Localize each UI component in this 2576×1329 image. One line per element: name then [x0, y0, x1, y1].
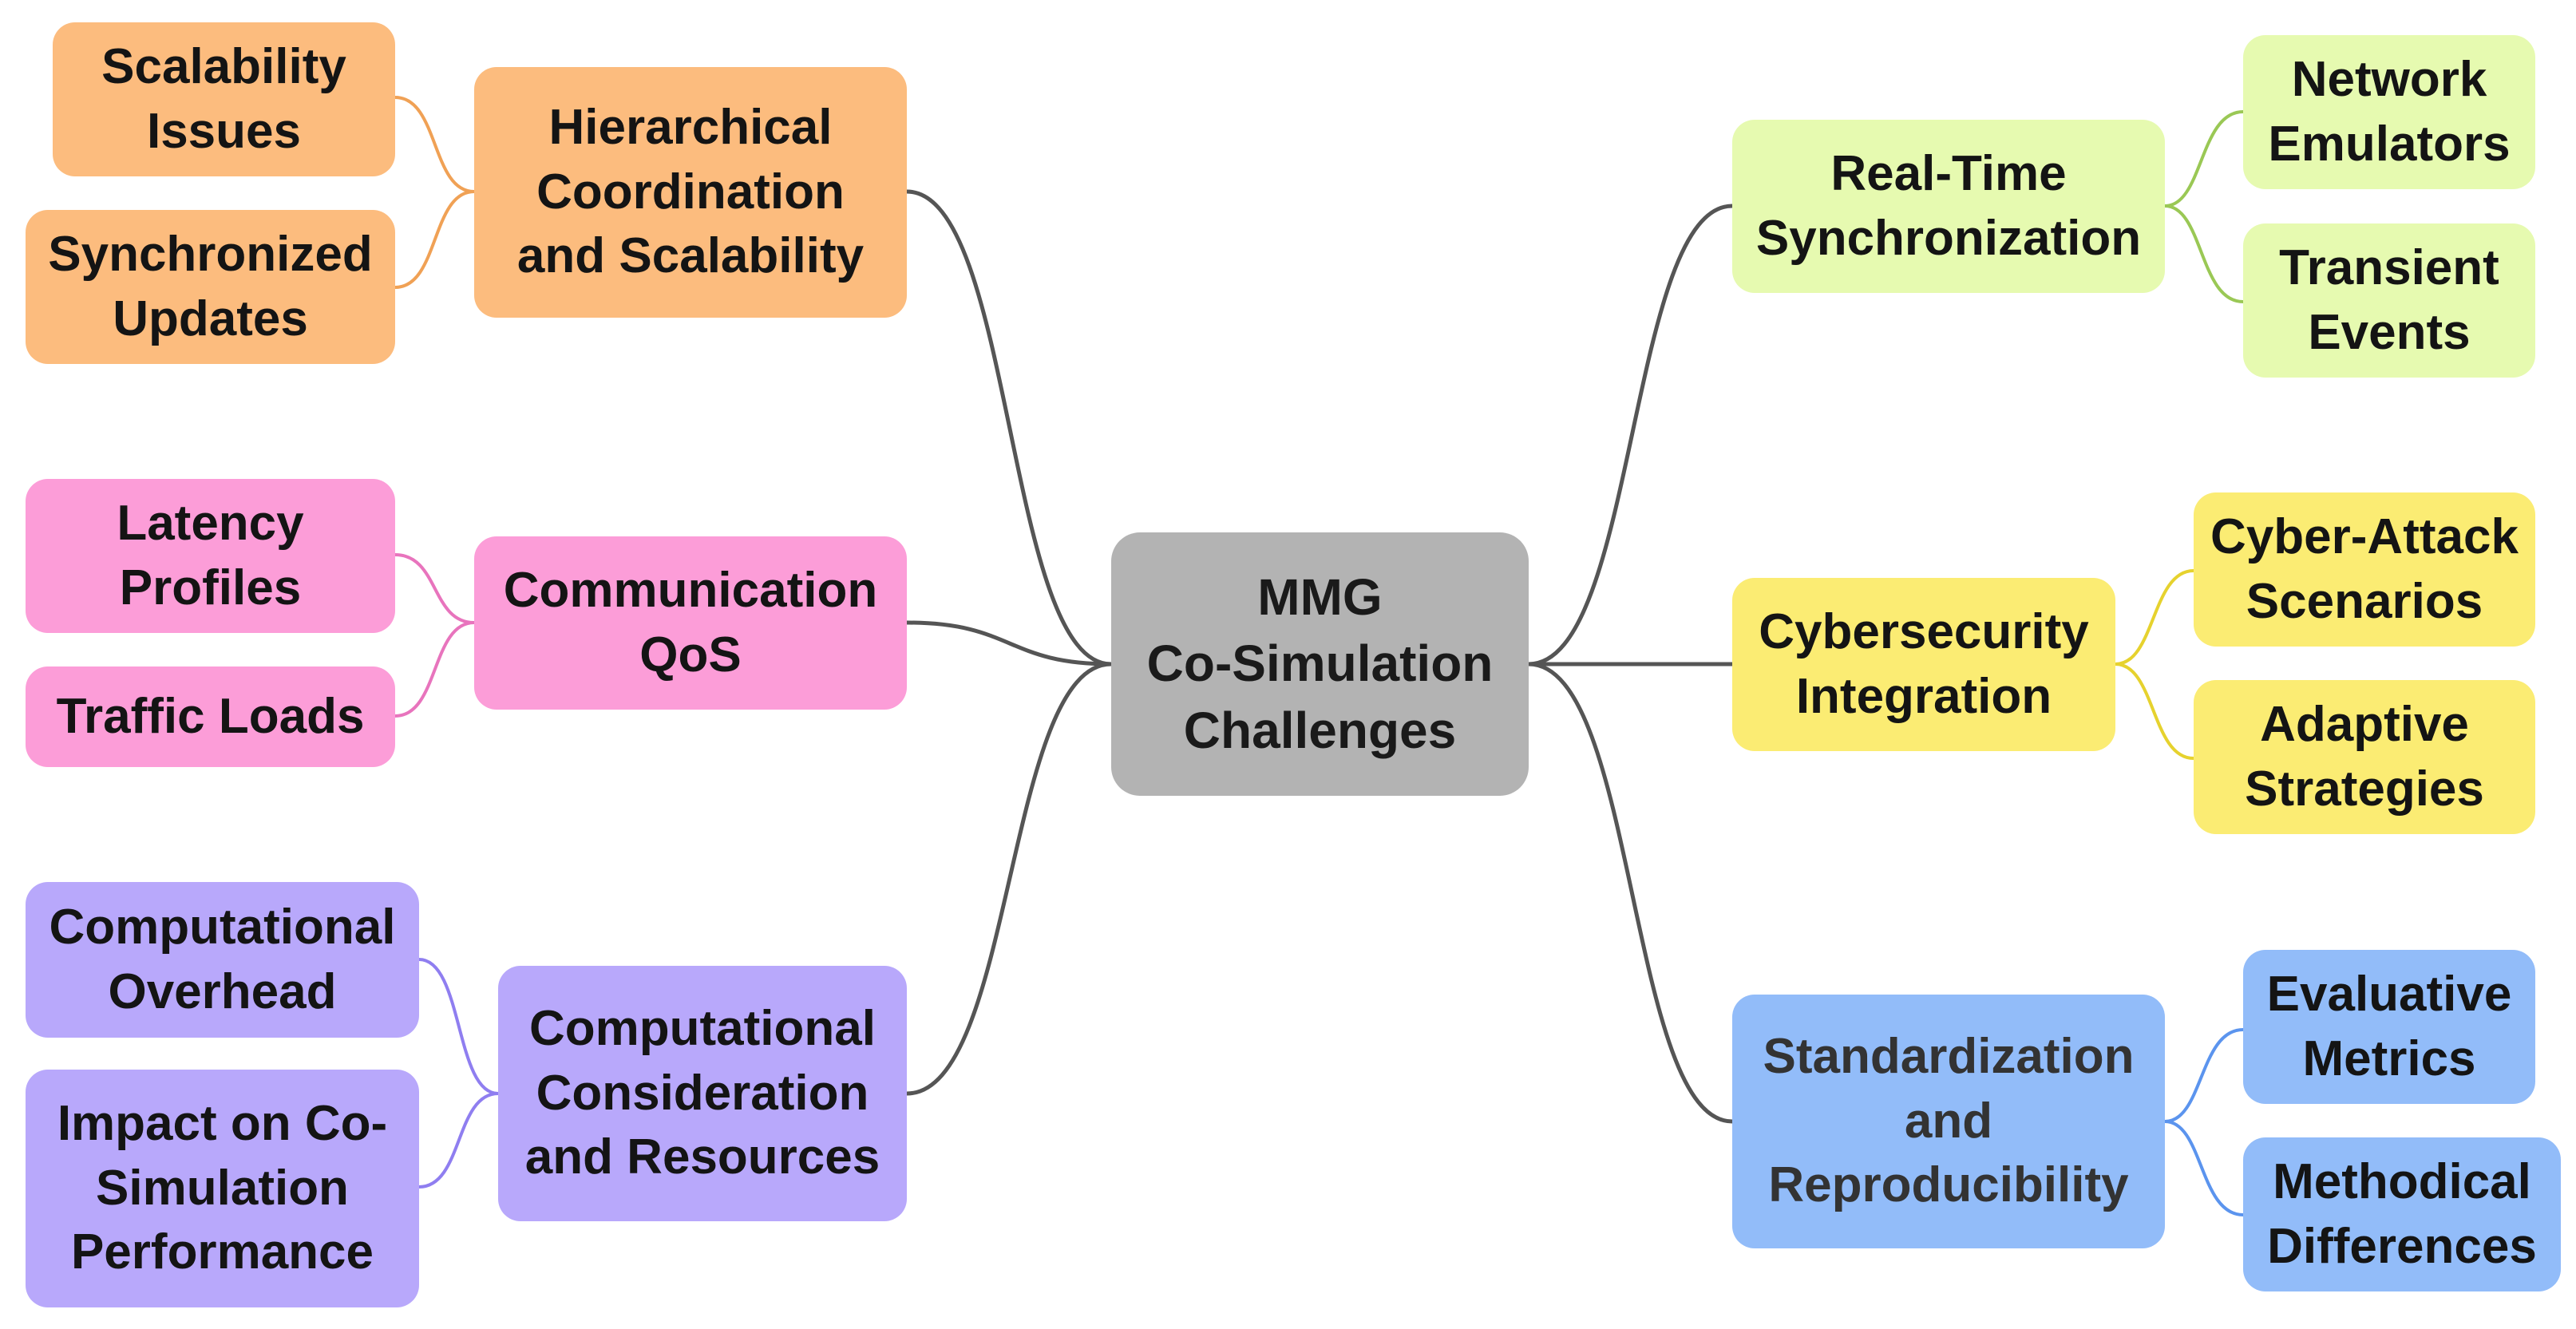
link-standard-evaluative [2164, 1028, 2244, 1123]
leaf-evaluative-metrics: Evaluative Metrics [2243, 950, 2535, 1104]
link-communication-traffic [394, 621, 475, 718]
branch-communication: Communication QoS [474, 536, 907, 710]
link-center-standard [1528, 662, 1733, 1124]
leaf-network-emulators: Network Emulators [2243, 35, 2535, 189]
link-center-hierarchical [906, 189, 1112, 666]
branch-realtime: Real-Time Synchronization [1732, 120, 2165, 293]
leaf-cyber-attack: Cyber-Attack Scenarios [2194, 492, 2535, 647]
branch-computational: Computational Consideration and Resource… [498, 966, 907, 1221]
link-center-computational [906, 662, 1112, 1096]
link-hierarchical-scalability [394, 96, 475, 193]
leaf-latency-profiles: Latency Profiles [26, 479, 395, 633]
leaf-transient-events: Transient Events [2243, 223, 2535, 378]
branch-communication-label: Communication QoS [503, 562, 878, 682]
link-cyber-adaptive [2115, 663, 2194, 760]
leaf-computational-overhead: Computational Overhead [26, 882, 419, 1038]
branch-standard: Standardization and Reproducibility [1732, 995, 2165, 1248]
leaf-synchronized-updates: Synchronized Updates [26, 210, 395, 364]
branch-hierarchical: Hierarchical Coordination and Scalabilit… [474, 67, 907, 318]
link-computational-impact [418, 1092, 499, 1189]
branch-cyber-label: Cybersecurity Integration [1759, 603, 2089, 724]
branch-cyber: Cybersecurity Integration [1732, 578, 2115, 751]
link-center-realtime [1528, 204, 1733, 666]
branch-realtime-label: Real-Time Synchronization [1755, 145, 2142, 266]
center-node: MMG Co-Simulation Challenges [1111, 532, 1529, 796]
leaf-impact-performance: Impact on Co- Simulation Performance [26, 1070, 419, 1307]
link-realtime-transient [2164, 204, 2244, 303]
link-cyber-attack [2115, 569, 2194, 666]
leaf-scalability-issues: Scalability Issues [53, 22, 395, 176]
link-center-communication [906, 620, 1112, 666]
branch-hierarchical-label: Hierarchical Coordination and Scalabilit… [516, 100, 865, 284]
link-hierarchical-synchronized [394, 190, 475, 289]
link-realtime-emulators [2164, 110, 2244, 208]
link-computational-overhead [418, 958, 499, 1095]
branch-computational-label: Computational Consideration and Resource… [524, 1001, 880, 1185]
center-label: MMG Co-Simulation Challenges [1146, 568, 1494, 759]
leaf-adaptive-strategies: Adaptive Strategies [2194, 680, 2535, 834]
link-communication-latency [394, 553, 475, 624]
branch-standard-label: Standardization and Reproducibility [1763, 1029, 2135, 1213]
leaf-methodical-differences: Methodical Differences [2243, 1137, 2561, 1291]
leaf-traffic-loads: Traffic Loads [26, 666, 395, 767]
link-standard-methodical [2164, 1120, 2244, 1216]
